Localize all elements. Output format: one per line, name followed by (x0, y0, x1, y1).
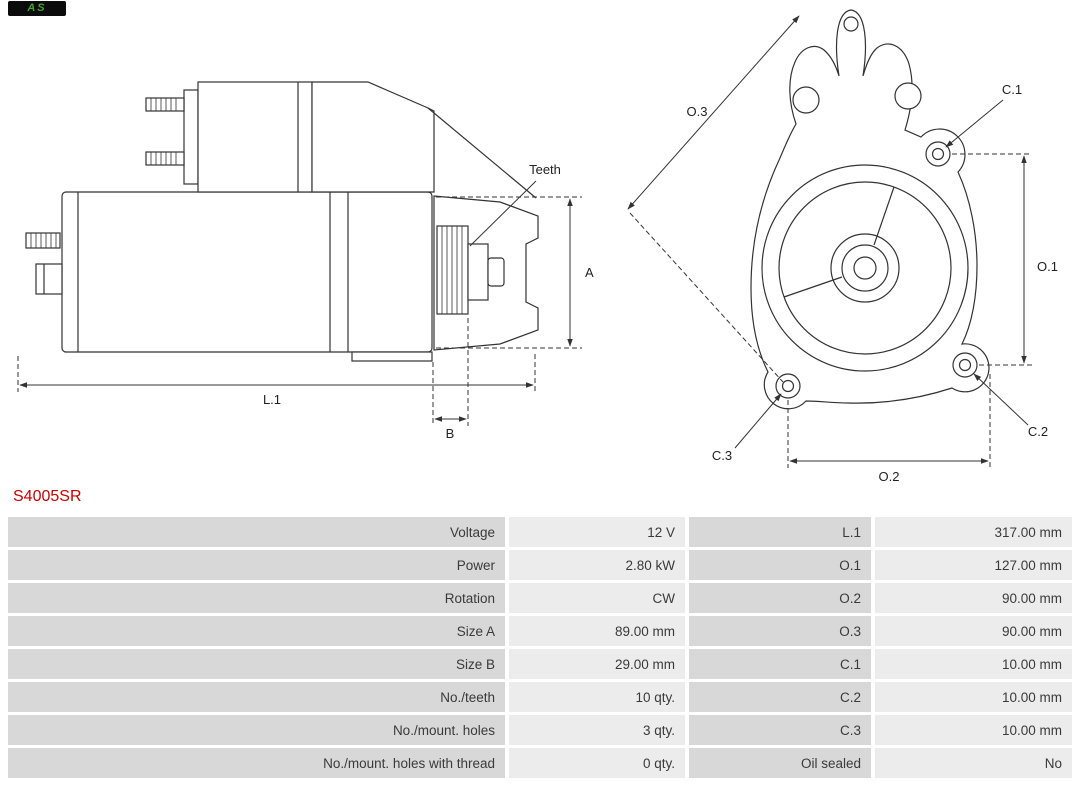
spec-value-cell: 10.00 mm (875, 649, 1072, 679)
spec-value-cell: 90.00 mm (875, 616, 1072, 646)
product-code: S4005SR (13, 488, 82, 505)
spec-value-cell: 0 qty. (509, 748, 685, 778)
spec-label-cell: Size A (8, 616, 505, 646)
dimension-annotations: Teeth A L.1 B O.3 C.1 (17, 15, 1058, 484)
motor-body (61, 191, 433, 353)
upper-lobe-hole-right (894, 82, 922, 110)
spec-label-cell: C.2 (689, 682, 871, 712)
solenoid-stud-top (145, 97, 185, 112)
spec-value-cell: 10 qty. (509, 682, 685, 712)
technical-drawing: Teeth A L.1 B O.3 C.1 (17, 9, 1058, 484)
spec-value-cell: 10.00 mm (875, 715, 1072, 745)
brand-logo: AS (8, 1, 66, 16)
side-view-drawing (25, 81, 539, 362)
dim-label-c1: C.1 (1002, 82, 1022, 97)
spec-label-cell: Power (8, 550, 505, 580)
spec-label-cell: C.3 (689, 715, 871, 745)
drive-housing (311, 81, 435, 193)
upper-lobe-hole-left (792, 86, 820, 114)
dim-label-o1: O.1 (1037, 259, 1058, 274)
spec-value-cell: 127.00 mm (875, 550, 1072, 580)
spec-label-cell: No./mount. holes with thread (8, 748, 505, 778)
dim-label-a: A (585, 265, 594, 280)
spec-value-cell: 2.80 kW (509, 550, 685, 580)
spec-value-cell: CW (509, 583, 685, 613)
spec-label-cell: No./mount. holes (8, 715, 505, 745)
solenoid-body (197, 81, 313, 193)
spec-label-cell: No./teeth (8, 682, 505, 712)
spec-label-cell: Rotation (8, 583, 505, 613)
terminal-block (35, 263, 63, 295)
dim-label-l1: L.1 (263, 392, 281, 407)
dim-label-o2: O.2 (879, 469, 900, 484)
spec-label-cell: Oil sealed (689, 748, 871, 778)
shaft-center (853, 256, 877, 280)
spec-value-cell: 10.00 mm (875, 682, 1072, 712)
solenoid-cap (183, 89, 199, 185)
dim-label-o3: O.3 (687, 104, 708, 119)
spec-label-cell: Voltage (8, 517, 505, 547)
spec-label-cell: O.3 (689, 616, 871, 646)
spec-value-cell: 90.00 mm (875, 583, 1072, 613)
spec-label-cell: L.1 (689, 517, 871, 547)
spec-value-cell: 3 qty. (509, 715, 685, 745)
dim-label-c2: C.2 (1028, 424, 1048, 439)
spec-value-cell: 317.00 mm (875, 517, 1072, 547)
spec-label-cell: Size B (8, 649, 505, 679)
spec-label-cell: O.2 (689, 583, 871, 613)
spec-value-cell: 89.00 mm (509, 616, 685, 646)
spec-label-cell: O.1 (689, 550, 871, 580)
spec-value-cell: No (875, 748, 1072, 778)
solenoid-stud-bottom (145, 151, 185, 166)
spec-value-cell: 29.00 mm (509, 649, 685, 679)
spec-table: Voltage 12 V L.1 317.00 mm Power 2.80 kW… (8, 517, 1072, 778)
dim-label-c3: C.3 (712, 448, 732, 463)
brand-logo-text: AS (27, 2, 47, 14)
terminal-stud (25, 232, 61, 249)
spec-label-cell: C.1 (689, 649, 871, 679)
pinion-shaft (487, 257, 505, 287)
front-view-drawing (750, 9, 990, 410)
dim-label-b: B (446, 426, 455, 441)
dim-label-teeth: Teeth (529, 162, 561, 177)
spec-value-cell: 12 V (509, 517, 685, 547)
top-tab-hole (843, 16, 859, 32)
